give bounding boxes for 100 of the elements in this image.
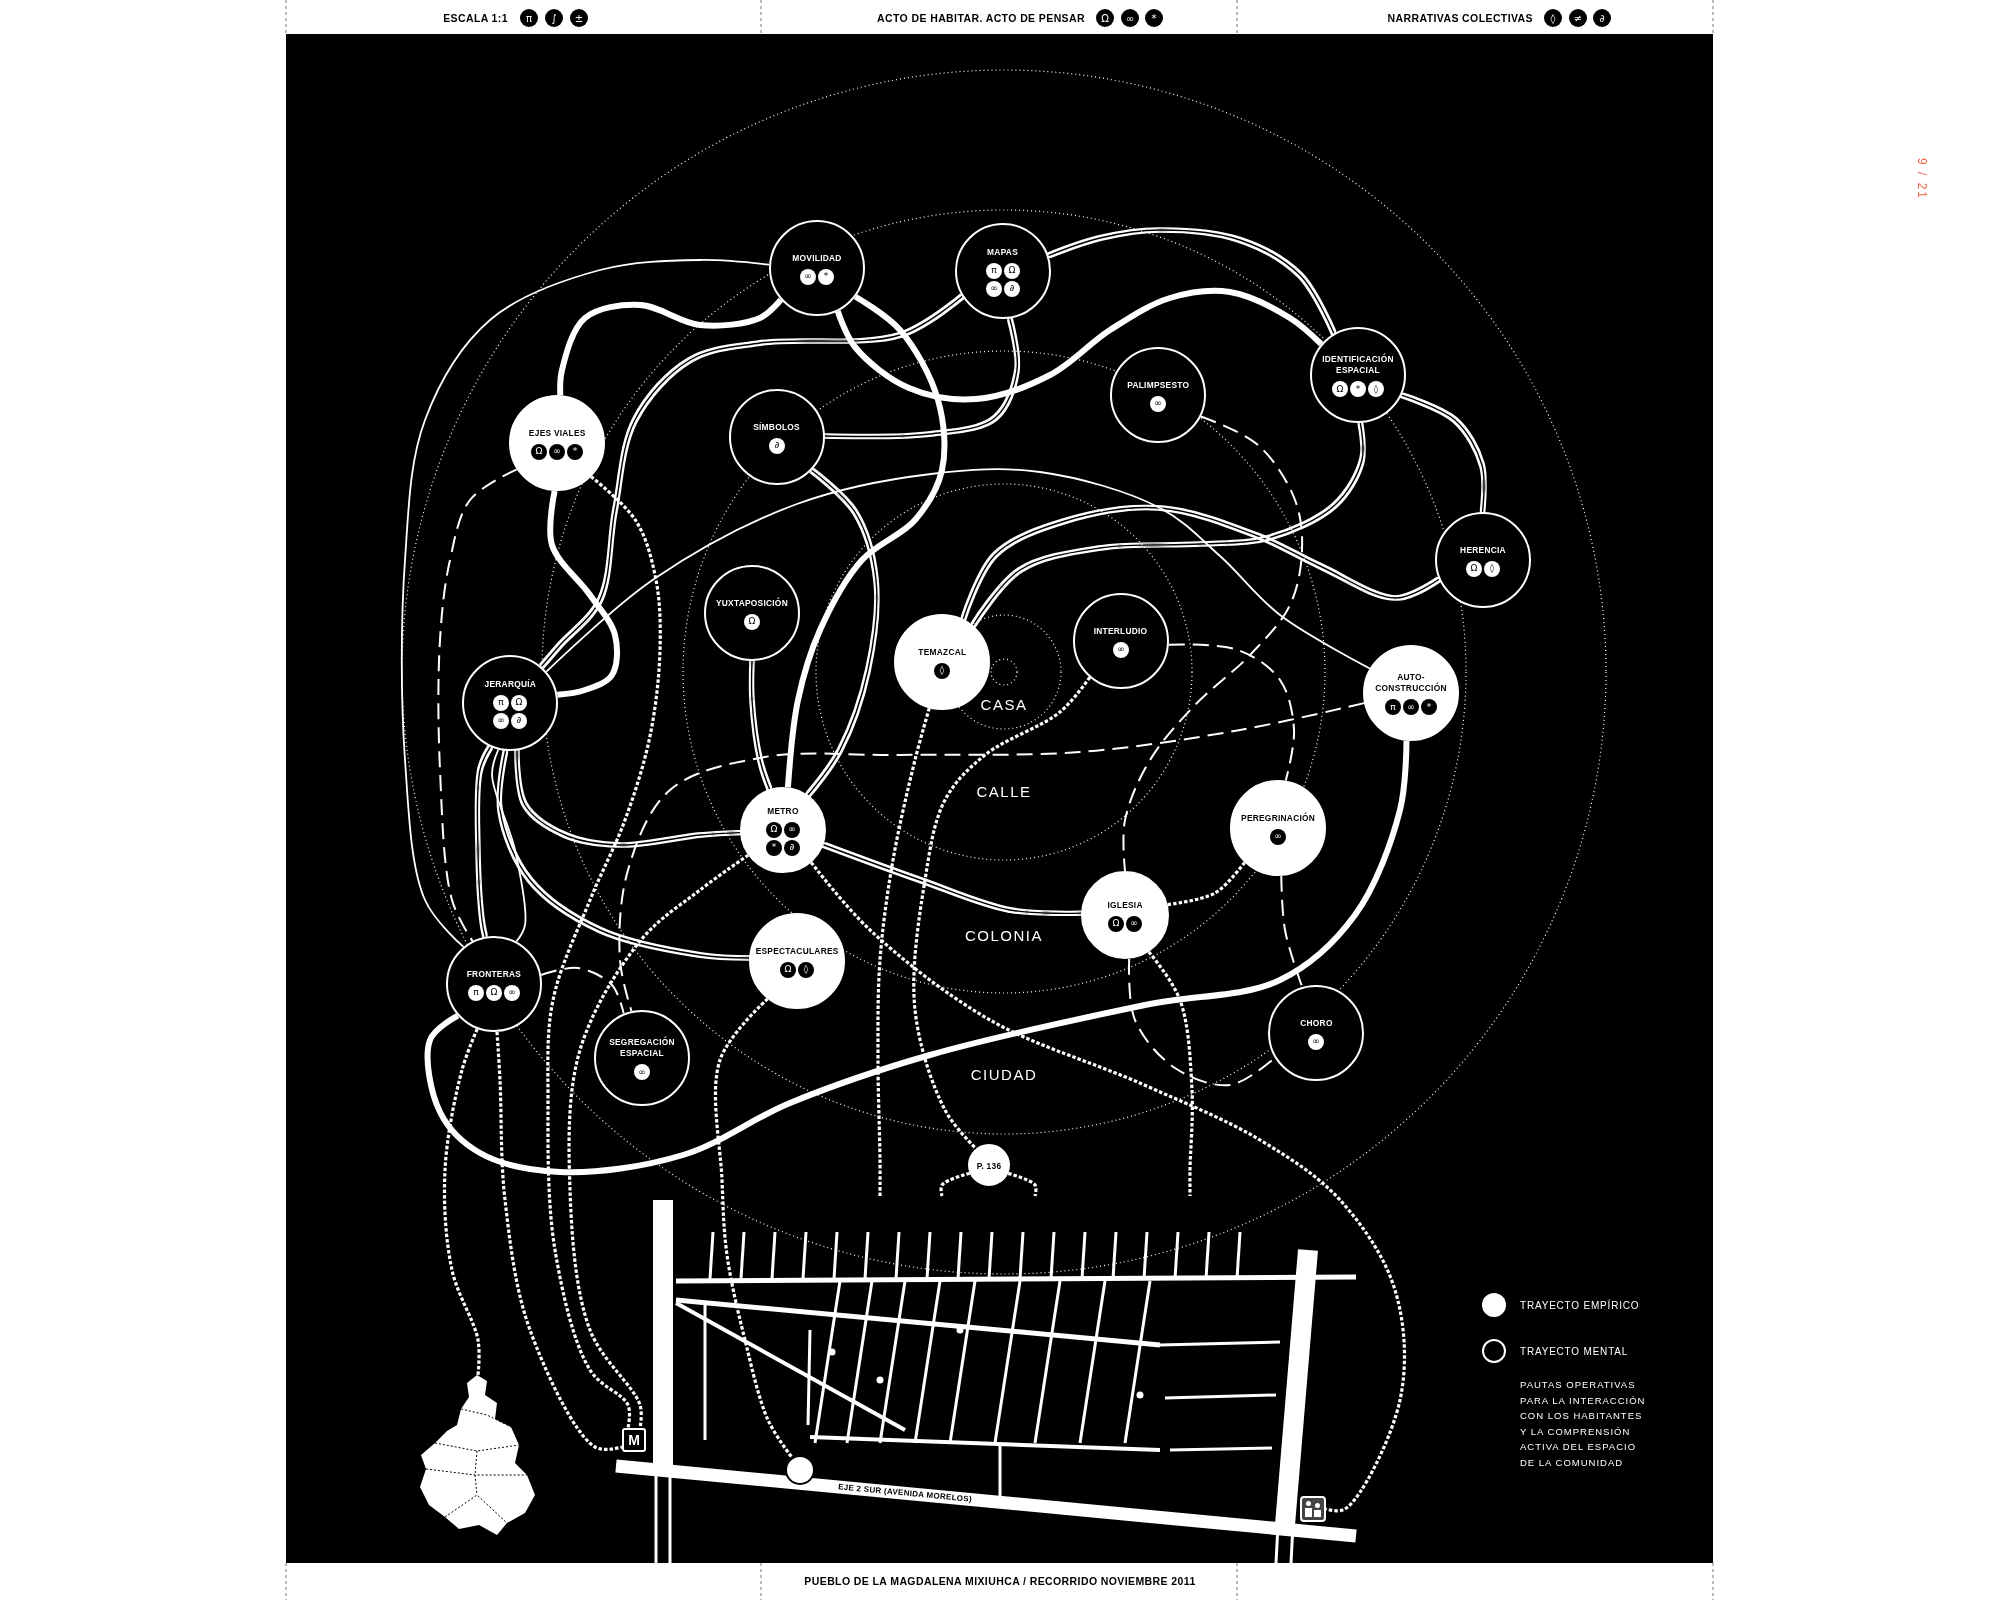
concept-label: SEGREGACIÓN ESPACIAL (608, 1036, 676, 1058)
double-line (962, 506, 1440, 620)
symbol-token: * (1350, 381, 1366, 397)
waypoint-label: P. 136 (976, 1159, 1002, 1171)
section-heading: NARRATIVAS COLECTIVAS (1387, 11, 1533, 25)
metro-sign (622, 1428, 646, 1452)
symbol-token: π (493, 694, 509, 711)
symbol-token: ∞ (1270, 828, 1286, 845)
symbol-token: ∂ (511, 712, 527, 729)
symbol-token: * (567, 443, 583, 460)
symbol-token: * (1421, 699, 1437, 715)
double-line (1400, 394, 1485, 513)
thick-line (424, 740, 1410, 1176)
symbol-token: ∫ (545, 9, 563, 27)
page-number: 9 / 21 (1915, 158, 1929, 200)
symbol-token: ◊ (1484, 560, 1500, 577)
dotted-line (809, 861, 1407, 1513)
caption: PUEBLO DE LA MAGDALENA MIXIUHCA / RECORRIDO NOVIEMBRE 2011 (804, 1575, 1196, 1587)
symbol-token: ◊ (1544, 9, 1562, 27)
concept-label: EJES VIALES (528, 426, 586, 438)
symbol-token: ∞ (1150, 395, 1166, 412)
solid-line (545, 468, 1371, 673)
symbol-token: ∞ (1113, 641, 1129, 658)
double-line (1047, 229, 1335, 335)
street-name: EJE 2 SUR (AVENIDA MORELOS) (837, 1482, 973, 1504)
symbol-token: Ω (766, 821, 782, 838)
concept-label: CHORO (1299, 1016, 1333, 1028)
symbol-token: ≠ (1569, 9, 1587, 27)
symbol-token: Ω (486, 984, 502, 1001)
symbol-token: ∞ (986, 280, 1002, 297)
double-line (498, 750, 750, 959)
dashed-line (1122, 415, 1304, 872)
symbol-token: π (520, 9, 538, 27)
dashed-line (1167, 643, 1296, 782)
dotted-line (912, 676, 1091, 1150)
concept-label: MOVILIDAD (792, 251, 842, 263)
concept-label: HERENCIA (1460, 543, 1506, 555)
solid-line (491, 748, 527, 943)
symbol-token: ◊ (798, 961, 814, 978)
concept-label: YUXTAPOSICIÓN (716, 596, 788, 608)
concept-label: FRONTERAS (466, 967, 522, 979)
concept-label: ESPECTACULARES (755, 944, 839, 956)
symbol-token: Ω (780, 961, 796, 978)
symbol-token: π (468, 984, 484, 1001)
symbol-token: ∂ (1004, 280, 1020, 297)
symbol-token: Ω (1108, 915, 1124, 932)
section-heading: ESCALA 1:1 (443, 11, 508, 25)
legend-note: PAUTAS OPERATIVAS PARA LA INTERACCIÓN CON LOS HABITANTES Y LA COMPRENSIÓN ACTIVA DEL ESPACIO DE LA COMUNIDAD (1520, 1378, 1647, 1470)
symbol-token: * (766, 839, 782, 856)
dotted-line (567, 853, 750, 1429)
symbol-token: ∞ (1121, 9, 1139, 27)
symbol-token: ± (570, 9, 588, 27)
dashed-line (540, 966, 625, 1015)
double-line (476, 746, 492, 938)
symbol-token: ∞ (800, 268, 816, 285)
symbol-token: Ω (744, 613, 760, 630)
dotted-line (939, 1171, 971, 1197)
thick-line (547, 490, 620, 698)
sign-letter: M (628, 1432, 640, 1448)
concept-label: PEREGRINACIÓN (1240, 811, 1315, 823)
solid-line (400, 259, 770, 948)
dotted-line (495, 1031, 623, 1451)
dashed-line (618, 702, 1366, 1013)
symbol-token: ∞ (1126, 915, 1142, 932)
concept-label: METRO (767, 804, 799, 816)
thick-line (557, 297, 784, 396)
symbol-token: Ω (1466, 560, 1482, 577)
concept-label: IDENTIFICACIÓN ESPACIAL (1321, 353, 1395, 375)
concept-label: AUTO- CONSTRUCCIÓN (1374, 671, 1448, 693)
symbol-token: ∞ (634, 1064, 650, 1080)
dashed-line (437, 468, 518, 943)
symbol-token: ∂ (769, 437, 785, 454)
symbol-token: ∞ (493, 712, 509, 729)
symbol-token: ◊ (1368, 381, 1384, 397)
symbol-token: ◊ (934, 662, 950, 679)
concept-label: TEMAZCAL (917, 645, 967, 657)
double-line (822, 844, 1082, 915)
symbol-token: ∞ (1403, 699, 1419, 715)
symbol-token: ∞ (784, 821, 800, 838)
double-line (972, 422, 1364, 627)
concept-label: INTERLUDIO (1094, 624, 1148, 636)
concept-label: IGLESIA (1107, 898, 1143, 910)
ring-label: COLONIA (965, 926, 1043, 944)
concept-label: PALIMPSESTO (1126, 378, 1189, 390)
dotted-line (442, 1028, 481, 1376)
thick-line (784, 294, 948, 788)
symbol-token: Ω (1096, 9, 1114, 27)
symbol-token: Ω (531, 443, 547, 460)
double-line (516, 749, 741, 846)
symbol-token: Ω (1004, 262, 1020, 279)
symbol-token: ∞ (549, 443, 565, 460)
symbol-token: ∞ (504, 984, 520, 1001)
concept-label: JERARQUÍA (484, 677, 536, 689)
symbol-token: π (1385, 699, 1401, 715)
dotted-line (876, 707, 931, 1196)
section-heading: ACTO DE HABITAR. ACTO DE PENSAR (876, 11, 1085, 25)
symbol-token: ∂ (1593, 9, 1611, 27)
symbol-token: ∂ (784, 839, 800, 856)
dotted-line (546, 475, 662, 1429)
double-line (540, 295, 963, 668)
